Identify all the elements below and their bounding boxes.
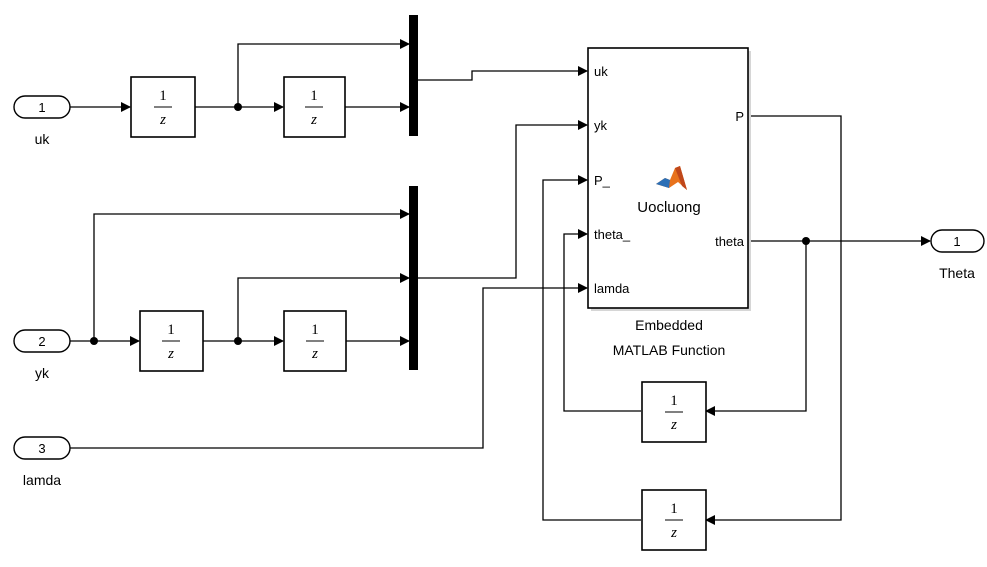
inport-number: 3 (38, 441, 45, 456)
branch-point (802, 237, 810, 245)
branch-point (90, 337, 98, 345)
unit-delay-block[interactable]: 1 z (283, 310, 347, 372)
inport-uk[interactable]: 1 uk (13, 95, 71, 147)
output-port-label: theta (715, 234, 745, 249)
inport-number: 1 (38, 100, 45, 115)
inport-label: yk (35, 365, 50, 381)
output-port-label: P (735, 109, 744, 124)
input-port-label: theta_ (594, 227, 631, 242)
outport-label: Theta (939, 265, 975, 281)
delay-denominator: z (311, 346, 318, 362)
inport-label: lamda (23, 472, 61, 488)
outport-theta[interactable]: 1 Theta (930, 229, 985, 281)
delay-denominator: z (159, 112, 166, 128)
delay-numerator: 1 (167, 322, 175, 338)
delay-denominator: z (167, 346, 174, 362)
function-name: Uocluong (637, 199, 700, 216)
branch-points (90, 103, 810, 345)
unit-delay-block[interactable]: 1 z (641, 489, 707, 551)
delay-numerator: 1 (670, 393, 678, 409)
input-port-label: yk (594, 118, 608, 133)
inport-label: uk (35, 131, 51, 147)
outport-number: 1 (953, 234, 960, 249)
unit-delay-block[interactable]: 1 z (283, 76, 346, 138)
inport-yk[interactable]: 2 yk (13, 329, 71, 381)
delay-denominator: z (670, 525, 677, 541)
function-caption-line2: MATLAB Function (613, 342, 726, 358)
input-port-label: P_ (594, 173, 611, 188)
delay-denominator: z (670, 417, 677, 433)
delay-numerator: 1 (159, 88, 167, 104)
unit-delay-block[interactable]: 1 z (641, 381, 707, 443)
matlab-logo-icon (656, 166, 687, 190)
input-port-label: uk (594, 64, 608, 79)
function-caption-line1: Embedded (635, 317, 703, 333)
branch-point (234, 103, 242, 111)
unit-delay-block[interactable]: 1 z (130, 76, 196, 138)
delay-denominator: z (310, 112, 317, 128)
inport-number: 2 (38, 334, 45, 349)
delay-numerator: 1 (311, 322, 319, 338)
inport-lamda[interactable]: 3 lamda (13, 436, 71, 488)
mux-block[interactable] (409, 15, 418, 136)
branch-point (234, 337, 242, 345)
mux-block[interactable] (409, 186, 418, 370)
input-port-label: lamda (594, 281, 630, 296)
embedded-matlab-function-block[interactable]: uk yk P_ theta_ lamda P theta Uocluong (587, 47, 751, 311)
delay-numerator: 1 (310, 88, 318, 104)
delay-numerator: 1 (670, 501, 678, 517)
signal-lines (70, 39, 931, 525)
unit-delay-block[interactable]: 1 z (139, 310, 204, 372)
